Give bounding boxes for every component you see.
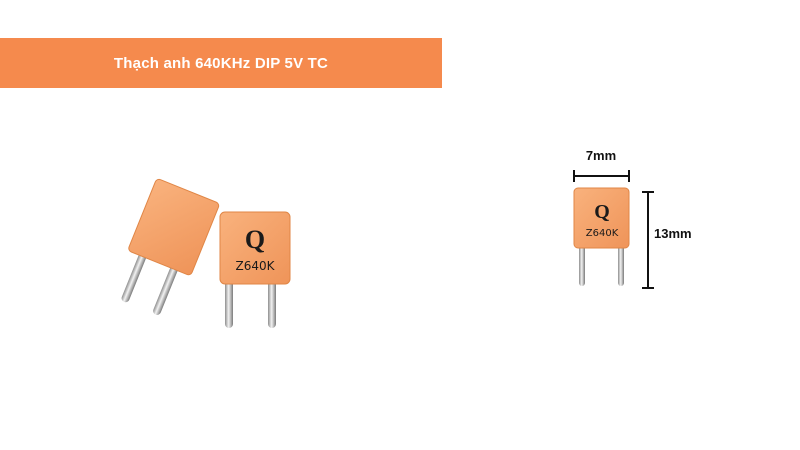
width-dimension: 7mm (573, 148, 630, 182)
height-dimension: 13mm (642, 191, 692, 289)
crystal-lead (225, 278, 233, 328)
crystal-marking: Z640K (236, 259, 276, 273)
crystal-logo-mark: Q (245, 225, 265, 254)
crystal-lead (268, 278, 276, 328)
crystal-back-view (121, 178, 220, 315)
crystal-marking: Z640K (586, 228, 619, 239)
crystal-body (128, 178, 220, 276)
crystal-dimensioned: Q Z640K (573, 187, 630, 286)
crystal-lead (121, 244, 150, 303)
title-banner: Thạch anh 640KHz DIP 5V TC (0, 38, 442, 88)
crystal-logo-mark: Q (594, 201, 610, 223)
height-label: 13mm (654, 226, 692, 241)
width-label: 7mm (586, 148, 616, 163)
crystal-lead (153, 256, 182, 315)
crystal-body (573, 187, 630, 249)
crystal-lead (579, 244, 585, 286)
crystal-front-view: Q Z640K (219, 211, 291, 328)
crystal-body (219, 211, 291, 285)
crystal-lead (618, 244, 624, 286)
banner-title: Thạch anh 640KHz DIP 5V TC (113, 54, 329, 72)
